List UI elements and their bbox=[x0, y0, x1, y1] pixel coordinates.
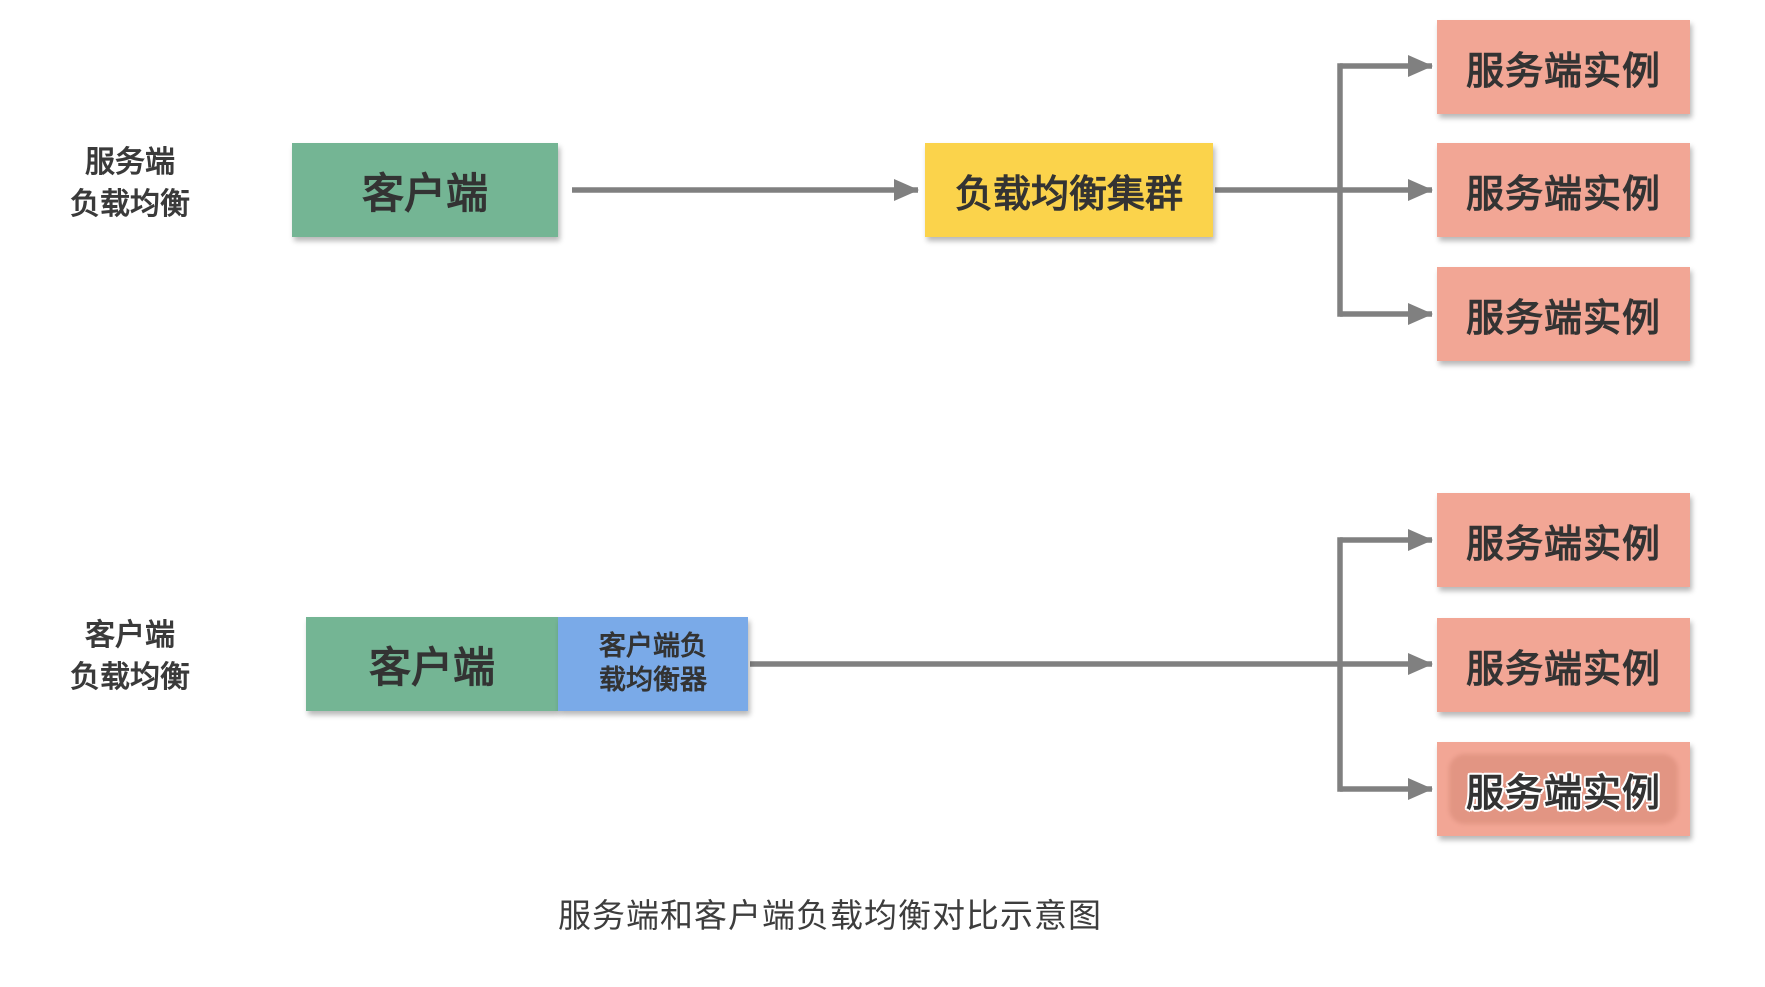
server-instance-box: 服务端实例 bbox=[1437, 267, 1690, 361]
load-balancer-cluster-box: 负载均衡集群 bbox=[925, 143, 1213, 237]
client-side-balancer-label: 客户端负 载均衡器 bbox=[599, 630, 707, 698]
client-side-section-label: 客户端 负载均衡 bbox=[30, 615, 230, 699]
client-side-client-box: 客户端 bbox=[306, 617, 558, 711]
balancer-label-line1: 客户端负 bbox=[599, 631, 707, 662]
highlight-blot bbox=[1449, 754, 1678, 824]
server-instance-box: 服务端实例 bbox=[1437, 20, 1690, 114]
server-instance-box: 服务端实例 bbox=[1437, 618, 1690, 712]
server-instance-label: 服务端实例 bbox=[1465, 772, 1661, 815]
server-side-section-label: 服务端 负载均衡 bbox=[30, 142, 230, 226]
client-side-label-line2: 负载均衡 bbox=[70, 661, 190, 694]
server-side-client-box: 客户端 bbox=[292, 143, 558, 237]
balancer-label-line2: 载均衡器 bbox=[599, 665, 707, 695]
server-instance-box-highlighted: 服务端实例 bbox=[1437, 742, 1690, 836]
server-instance-box: 服务端实例 bbox=[1437, 143, 1690, 237]
server-side-label-line2: 负载均衡 bbox=[70, 188, 190, 221]
client-side-label-line1: 客户端 bbox=[85, 619, 175, 652]
diagram-caption: 服务端和客户端负载均衡对比示意图 bbox=[558, 897, 1102, 934]
server-instance-box: 服务端实例 bbox=[1437, 493, 1690, 587]
client-side-balancer-box: 客户端负 载均衡器 bbox=[558, 617, 748, 711]
server-side-label-line1: 服务端 bbox=[85, 146, 175, 179]
